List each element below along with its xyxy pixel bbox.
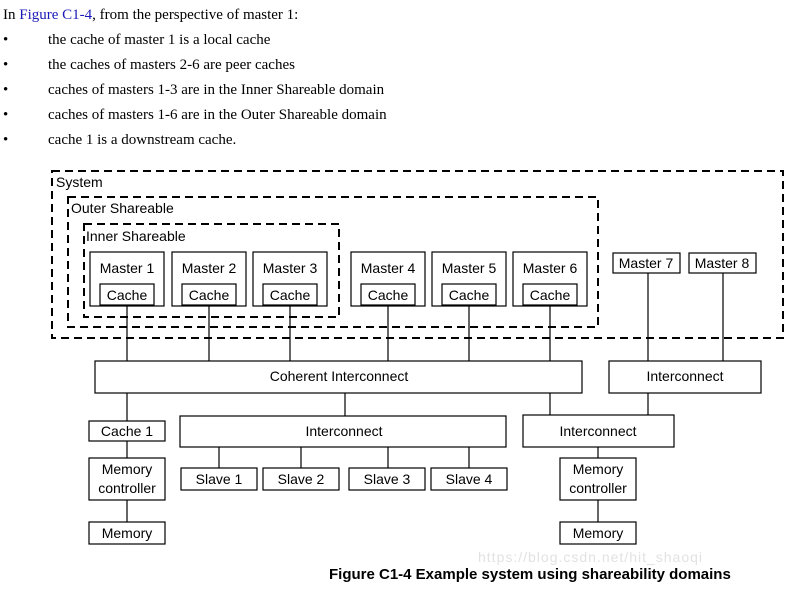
figure-link[interactable]: Figure C1-4 — [19, 7, 93, 23]
right-interconnect-label: Interconnect — [646, 368, 723, 384]
memory-controller-right-line2: controller — [569, 480, 627, 496]
connector-lines — [126, 273, 724, 522]
inner-shareable-label: Inner Shareable — [86, 228, 186, 244]
bullet-glyph: • — [3, 82, 9, 98]
memory-controller-right-box — [559, 457, 637, 501]
slave-4-box — [430, 467, 508, 491]
master-2-label: Master 2 — [182, 260, 237, 276]
bullet-glyph: • — [3, 132, 9, 148]
intro-prefix: In — [3, 7, 20, 23]
memory-left-label: Memory — [102, 525, 153, 541]
bullet-glyph: • — [3, 57, 9, 73]
bullet-list: •the cache of master 1 is a local cache … — [3, 30, 523, 155]
memory-controller-left-box — [88, 457, 166, 501]
bullet-text: caches of masters 1-3 are in the Inner S… — [48, 82, 385, 98]
cache-label: Cache — [530, 287, 571, 303]
master-8-box — [688, 252, 757, 274]
bullet-text: the caches of masters 2-6 are peer cache… — [48, 57, 295, 73]
master-1-box — [89, 251, 165, 307]
slave-2-label: Slave 2 — [278, 471, 325, 487]
intro-line: In Figure C1-4, from the perspective of … — [3, 5, 523, 30]
slave-3-label: Slave 3 — [364, 471, 411, 487]
master-8-label: Master 8 — [695, 255, 750, 271]
memory-left-box — [88, 521, 166, 545]
bullet-text: cache 1 is a downstream cache. — [48, 132, 237, 148]
cache-label: Cache — [107, 287, 148, 303]
memory-right-label: Memory — [573, 525, 624, 541]
intro-suffix: , from the perspective of master 1: — [92, 7, 299, 23]
bullet-item: • caches of masters 1-3 are in the Inner … — [3, 80, 523, 105]
system-domain — [51, 170, 784, 339]
master-1-label: Master 1 — [100, 260, 155, 276]
slave-1-label: Slave 1 — [196, 471, 243, 487]
cache-1-box — [88, 420, 166, 442]
coherent-interconnect-label: Coherent Interconnect — [270, 368, 409, 384]
slave-1-box — [180, 467, 258, 491]
master-6-label: Master 6 — [523, 260, 578, 276]
system-label: System — [56, 174, 103, 190]
bullet-item: • the caches of masters 2-6 are peer cach… — [3, 55, 523, 80]
bullet-item: • caches of masters 1-6 are in the Outer … — [3, 105, 523, 130]
lower-interconnect-box — [179, 415, 507, 448]
cache-label: Cache — [449, 287, 490, 303]
memory-right-box — [559, 521, 637, 545]
master-5-label: Master 5 — [442, 260, 497, 276]
cache-1-label: Cache 1 — [101, 423, 153, 439]
memory-controller-left-line2: controller — [98, 480, 156, 496]
memory-controller-right-line1: Memory — [573, 461, 624, 477]
bullet-glyph: • — [3, 32, 9, 48]
memory-controller-left-line1: Memory — [102, 461, 153, 477]
cache-label: Cache — [368, 287, 409, 303]
master-5-box — [431, 251, 507, 307]
bullet-text: the cache of master 1 is a local cache — [48, 32, 271, 48]
lower-right-interconnect-label: Interconnect — [559, 423, 636, 439]
bullet-item: • cache 1 is a downstream cache. — [3, 130, 523, 155]
master-4-label: Master 4 — [361, 260, 416, 276]
master-7-label: Master 7 — [619, 255, 674, 271]
master-2-box — [171, 251, 247, 307]
master-6-cache-box — [522, 283, 578, 306]
slave-4-label: Slave 4 — [446, 471, 493, 487]
master-4-box — [350, 251, 426, 307]
lower-right-interconnect-box — [522, 414, 675, 448]
master-7-box — [612, 252, 681, 274]
master-3-box — [252, 251, 328, 307]
cache-label: Cache — [189, 287, 230, 303]
intro-text: In Figure C1-4, from the perspective of … — [3, 5, 523, 155]
coherent-interconnect-box — [94, 360, 583, 394]
bullet-item: • the cache of master 1 is a local cache — [3, 30, 523, 55]
right-interconnect-box — [608, 360, 762, 394]
master-3-label: Master 3 — [263, 260, 318, 276]
bullet-text: caches of masters 1-6 are in the Outer S… — [48, 107, 387, 123]
master-3-cache-box — [262, 283, 318, 306]
outer-shareable-domain — [67, 196, 599, 328]
master-6-box — [512, 251, 588, 307]
master-2-cache-box — [181, 283, 237, 306]
inner-shareable-domain — [83, 223, 340, 318]
outer-shareable-label: Outer Shareable — [71, 200, 174, 216]
master-5-cache-box — [441, 283, 497, 306]
bullet-glyph: • — [3, 107, 9, 123]
slave-2-box — [262, 467, 340, 491]
slave-3-box — [348, 467, 426, 491]
master-4-cache-box — [360, 283, 416, 306]
lower-interconnect-label: Interconnect — [305, 423, 382, 439]
watermark: https://blog.csdn.net/hit_shaoqi — [478, 549, 704, 565]
cache-label: Cache — [270, 287, 311, 303]
master-1-cache-box — [99, 283, 155, 306]
figure-caption: Figure C1-4 Example system using shareab… — [329, 566, 731, 583]
